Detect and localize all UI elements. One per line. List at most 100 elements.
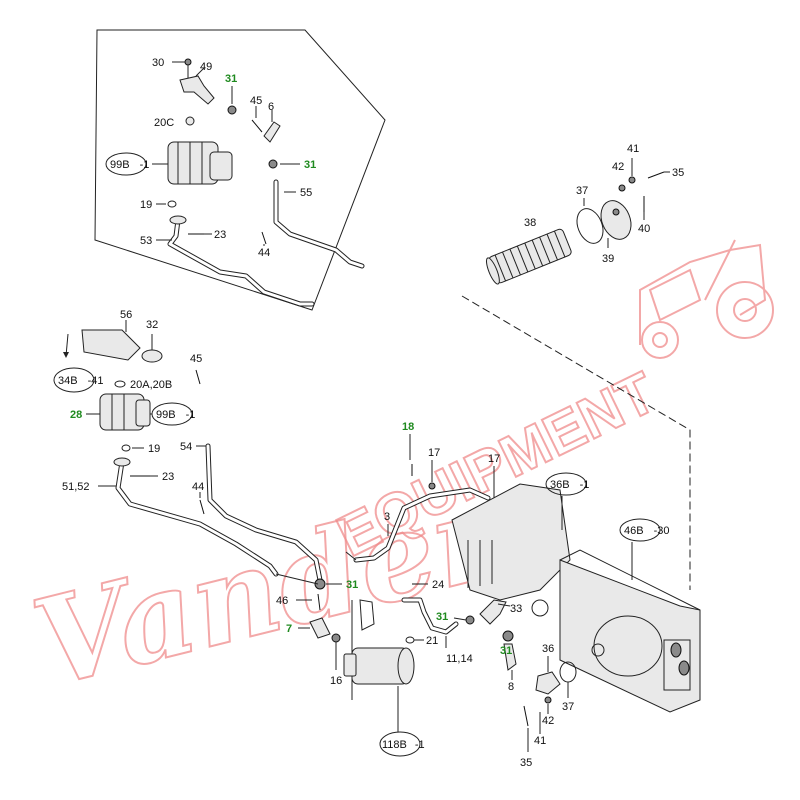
nut-41a: [628, 176, 636, 184]
label-31e: 31: [500, 645, 512, 657]
label-45a: 45: [250, 95, 262, 107]
spring-46: [317, 593, 321, 611]
label-31d: 31: [436, 611, 448, 623]
label-37a: 37: [576, 185, 588, 197]
ref-bubble-34b: [53, 367, 95, 393]
link-tube-lower: [275, 573, 319, 585]
oring-37b: [559, 661, 577, 683]
oring-20c: [185, 116, 195, 126]
label-32: 32: [146, 319, 158, 331]
fitting-8: [503, 643, 517, 671]
label-36: 36: [542, 643, 554, 655]
clamp-32: [141, 349, 163, 363]
hose-6: [263, 121, 281, 143]
dashed-guide-filter: [461, 295, 691, 590]
fitting-7: [309, 617, 331, 639]
link-tube-3-left: [345, 551, 357, 561]
washer-16: [331, 633, 341, 643]
label-41b: 41: [534, 735, 546, 747]
ref-bubble-46b: [619, 518, 661, 542]
hydraulic-pump-99b-top: [167, 141, 233, 185]
label-40: 40: [638, 223, 650, 235]
bolt-30: [184, 58, 192, 66]
label-99b-top: 99B-1: [110, 159, 149, 171]
label-45b: 45: [190, 353, 202, 365]
oring-21: [405, 636, 415, 644]
label-17b: 17: [488, 453, 500, 465]
tube-55: [273, 179, 365, 269]
label-54: 54: [180, 441, 192, 453]
washer-31b: [268, 159, 278, 169]
label-20c: 20C: [154, 117, 174, 129]
label-30: 30: [152, 57, 164, 69]
label-16: 16: [330, 675, 342, 687]
label-21: 21: [426, 635, 438, 647]
leader-49: [195, 67, 205, 77]
label-1114: 11,14: [446, 653, 473, 665]
valve-36: [535, 671, 561, 695]
label-55: 55: [300, 187, 312, 199]
label-31c: 31: [346, 579, 358, 591]
washer-31e: [502, 630, 514, 642]
cover-39: [600, 200, 632, 240]
label-53: 53: [140, 235, 152, 247]
label-44b: 44: [192, 481, 204, 493]
label-42a: 42: [612, 161, 624, 173]
hydraulic-pump-99b-mid: [99, 393, 151, 431]
label-31a: 31: [225, 73, 237, 85]
pump-end-top: [209, 151, 233, 181]
label-38: 38: [524, 217, 536, 229]
oring-19b: [121, 444, 131, 452]
pump-assembly-middle: 56 32 45 34B-41 20A,20B 28 99B-1 19 54 2…: [53, 309, 358, 591]
label-44a: 44: [258, 247, 270, 259]
label-46: 46: [276, 595, 288, 607]
label-24: 24: [432, 579, 444, 591]
label-56: 56: [120, 309, 132, 321]
washer-42b: [544, 696, 552, 704]
label-18: 18: [402, 421, 414, 433]
label-34b: 34B-41: [58, 375, 103, 387]
label-7: 7: [286, 623, 292, 635]
ref-bubble-99b-top: [105, 152, 147, 176]
inset-panel-pump-detail: 30 49 31 45 6 20C 99B-1 31 19 55 23 53 4…: [94, 29, 386, 311]
watermark-tractor-icon: [639, 239, 774, 359]
bolt-35b: [523, 705, 529, 727]
oring-37a: [576, 208, 604, 244]
label-19a: 19: [140, 199, 152, 211]
housing-rear: [559, 559, 701, 713]
label-36b: 36B-1: [550, 479, 589, 491]
label-5152: 51,52: [62, 481, 90, 493]
label-118b: 118B-1: [382, 739, 425, 751]
bolt-44a: [261, 231, 267, 245]
label-3: 3: [384, 511, 390, 523]
label-42b: 42: [542, 715, 554, 727]
lower-parts: 24 46 31 33 7 21 11,14 31 36 16 8 37 42 …: [276, 579, 577, 769]
oring-20ab: [114, 380, 126, 388]
hose-56: [81, 329, 141, 361]
transmission-housing: 36B-1 46B-30: [451, 472, 701, 713]
washer-31a: [227, 105, 237, 115]
washer-17a: [428, 482, 436, 490]
washer-31d: [465, 615, 475, 625]
ref-bubble-36b: [545, 472, 587, 496]
label-8: 8: [508, 681, 514, 693]
oring-19a: [167, 200, 177, 208]
fitting-53: [169, 215, 187, 225]
bolt-44b: [199, 499, 205, 515]
label-39: 39: [602, 253, 614, 265]
label-17a: 17: [428, 447, 440, 459]
label-31b: 31: [304, 159, 316, 171]
label-23b: 23: [162, 471, 174, 483]
label-35b: 35: [520, 757, 532, 769]
label-6: 6: [268, 101, 274, 113]
bracket-starter: [359, 599, 375, 631]
label-33: 33: [510, 603, 522, 615]
label-19b: 19: [148, 443, 160, 455]
label-20ab: 20A,20B: [130, 379, 172, 391]
starter-motor-118b: [343, 647, 415, 685]
label-49: 49: [200, 61, 212, 73]
leader-31d: [453, 617, 467, 621]
label-23a: 23: [214, 229, 226, 241]
screw-45b: [195, 369, 201, 385]
